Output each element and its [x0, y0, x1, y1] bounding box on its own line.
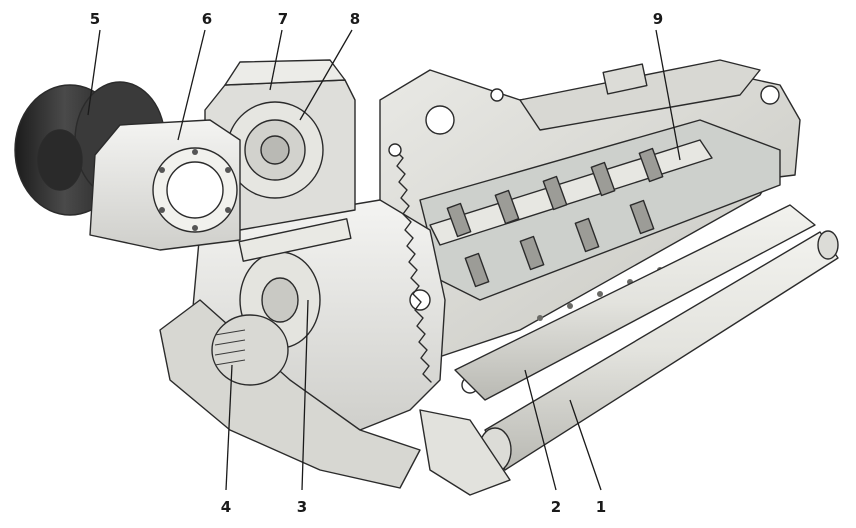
- callout-labels: 5 6 7 8 9 4 3 2 1: [90, 10, 663, 516]
- label-2: 2: [551, 498, 561, 516]
- label-9: 9: [653, 10, 663, 28]
- leader-lines: [87, 29, 681, 491]
- belt-drive-housing: [204, 59, 356, 231]
- label-6: 6: [202, 10, 212, 28]
- label-7: 7: [278, 10, 288, 28]
- drive-belt-pulleys: [211, 218, 352, 386]
- label-1: 1: [596, 498, 606, 516]
- rotor-housing: [379, 59, 801, 361]
- roller-2: [454, 204, 816, 401]
- rotor-hammers: [446, 147, 664, 288]
- label-8: 8: [350, 10, 360, 28]
- gearbox: [89, 119, 241, 251]
- label-5: 5: [90, 10, 100, 28]
- label-4: 4: [221, 498, 231, 516]
- label-3: 3: [297, 498, 307, 516]
